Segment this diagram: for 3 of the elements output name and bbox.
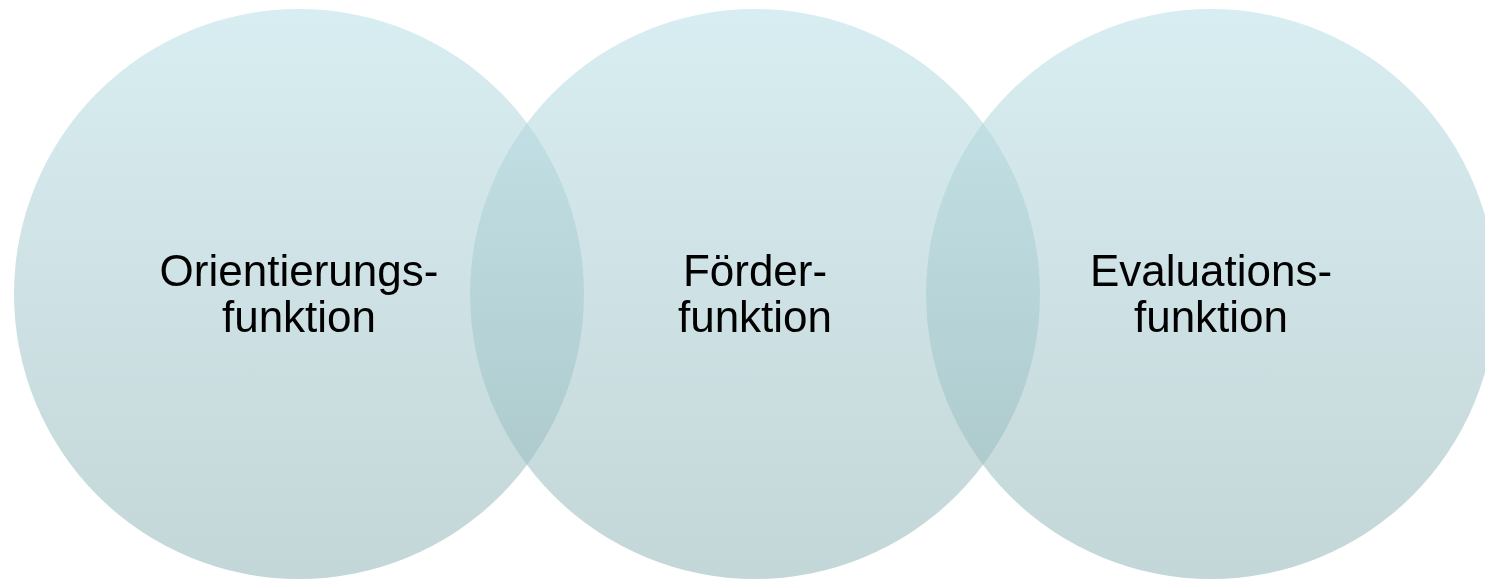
circle-label: Orientierungs- funktion: [158, 248, 440, 340]
circle-label: Evaluations- funktion: [1088, 248, 1334, 340]
circle-label: Förder- funktion: [676, 248, 834, 340]
